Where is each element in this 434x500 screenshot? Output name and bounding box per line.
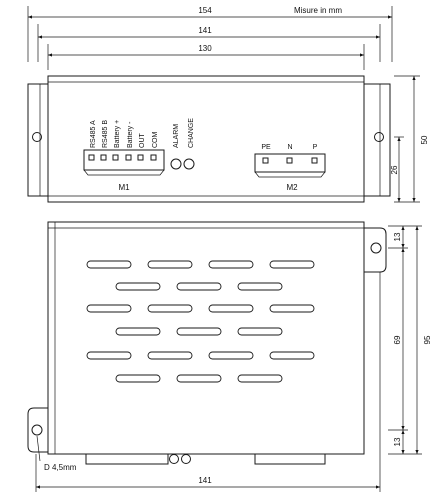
m2-label: M2 [286, 183, 298, 192]
change-led-label: CHANGE [188, 118, 195, 148]
right-flange [364, 83, 391, 197]
m1-pin-battery-minus: Battery - [127, 121, 134, 148]
m1-pin-battery-plus: Battery + [114, 120, 121, 148]
m2-pin-p: P [313, 144, 318, 151]
m1-pin-rs485-a: RS485 A [90, 120, 97, 148]
front-body [47, 221, 365, 455]
dimension-26-label: 26 [390, 165, 399, 174]
left-flange [27, 83, 48, 197]
ventilation-slots [86, 260, 315, 383]
top-dimensions [27, 6, 393, 70]
m1-pin-com: COM [152, 132, 159, 149]
hole-leader-line [36, 435, 41, 462]
m1-pin-rs485-b: RS485 B [102, 120, 109, 148]
bottom-dimension [35, 272, 381, 492]
alarm-led [170, 158, 182, 170]
m1-pin-out: OUT [139, 133, 146, 149]
dimension-69-label: 69 [393, 335, 402, 344]
change-led [183, 158, 195, 170]
m2-pin-n: N [287, 144, 292, 151]
m2-pin-pe: PE [261, 144, 271, 151]
bottom-connector-m1 [85, 453, 169, 465]
left-mounting-hole [32, 132, 42, 142]
dimension-141-bottom-label: 141 [198, 476, 212, 485]
bottom-left-hole [31, 424, 43, 436]
front-dimensions [388, 225, 422, 455]
dimension-95-label: 95 [423, 335, 432, 344]
units-note: Misure in mm [294, 6, 342, 15]
side-body [47, 75, 365, 203]
dimension-141-label: 141 [198, 26, 212, 35]
dimension-50-label: 50 [420, 135, 429, 144]
dimension-154-label: 154 [198, 6, 212, 15]
top-right-tab [364, 227, 387, 273]
alarm-led-label: ALARM [173, 124, 180, 148]
hole-diameter-label: D 4,5mm [44, 463, 77, 472]
side-dimensions [394, 75, 420, 203]
dimension-130-label: 130 [198, 44, 212, 53]
dimension-13-top-label: 13 [393, 232, 402, 241]
dimension-13-bottom-label: 13 [393, 437, 402, 446]
right-mounting-hole [374, 132, 384, 142]
front-view [27, 221, 387, 465]
m1-label: M1 [118, 183, 130, 192]
bottom-left-tab [27, 407, 48, 453]
side-view [27, 75, 391, 203]
top-right-hole [370, 242, 382, 254]
bottom-connector-m2 [254, 453, 326, 465]
m2-connector [254, 153, 326, 178]
m1-connector [83, 149, 165, 176]
